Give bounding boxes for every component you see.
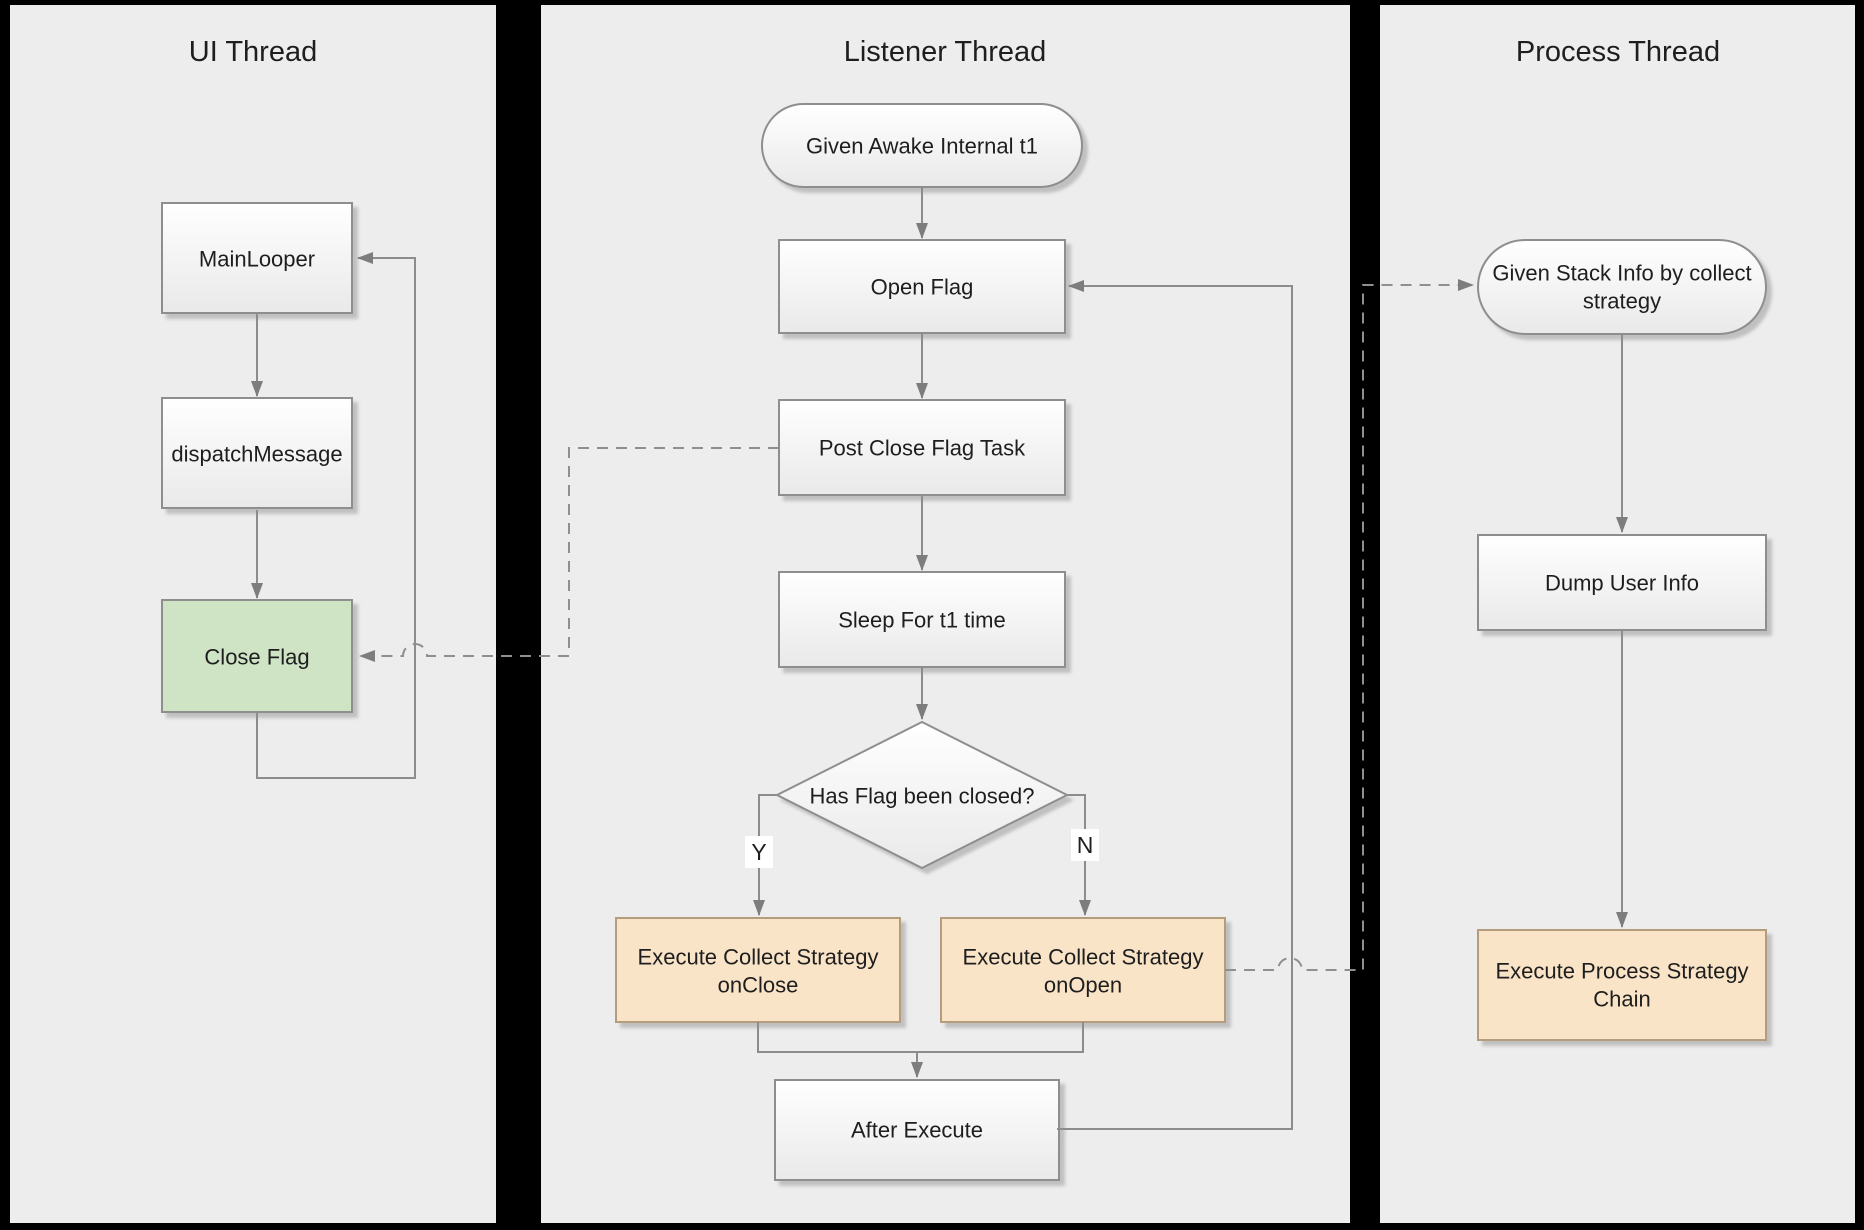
execute-collect-strategy-onopen-label-line1: Execute Collect Strategy <box>963 945 1204 970</box>
sleep-for-t1-time-box <box>778 571 1066 668</box>
execute-collect-strategy-onclose-label-line1: Execute Collect Strategy <box>638 945 879 970</box>
connectors: Y N <box>251 187 1628 1130</box>
close-flag-box <box>161 599 353 713</box>
edge-closeflag-loop-to-mainlooper <box>256 252 416 779</box>
close-flag-label: Close Flag <box>204 645 309 670</box>
execute-collect-strategy-onclose-label-line2: onClose <box>718 973 799 998</box>
panel-ui-thread: UI Thread MainLooper dispatchMessage Clo… <box>10 5 496 1223</box>
post-close-flag-task-label: Post Close Flag Task <box>819 436 1026 461</box>
given-awake-internal-label: Given Awake Internal t1 <box>806 134 1038 159</box>
branch-label-yes: Y <box>745 836 773 868</box>
node-dispatch-message: dispatchMessage <box>161 397 353 509</box>
branch-label-yes-text: Y <box>751 839 766 865</box>
open-flag-label: Open Flag <box>871 275 974 300</box>
process-thread-panel-title: Process Thread <box>1516 36 1720 68</box>
node-has-flag-been-closed: Has Flag been closed? <box>774 720 1070 870</box>
execute-collect-strategy-onopen-box <box>940 917 1226 1023</box>
given-stack-info-label-line1: Given Stack Info by collect <box>1492 261 1751 286</box>
edge-decision-no-to-onopen <box>1067 794 1091 916</box>
node-sleep-for-t1-time: Sleep For t1 time <box>778 571 1066 668</box>
execute-collect-strategy-onclose-box <box>615 917 901 1023</box>
execute-process-strategy-chain-label-line1: Execute Process Strategy <box>1495 959 1748 984</box>
execute-collect-strategy-onopen-label-line2: onOpen <box>1044 973 1122 998</box>
edge-decision-yes-to-onclose <box>753 794 777 916</box>
execute-process-strategy-chain-label-line2: Chain <box>1593 987 1650 1012</box>
panel-listener-thread: Listener Thread Given Awake Internal t1 … <box>541 5 1350 1223</box>
node-open-flag: Open Flag <box>778 239 1066 334</box>
main-looper-label: MainLooper <box>199 247 315 272</box>
node-given-stack-info: Given Stack Info by collect strategy <box>1477 239 1767 335</box>
branch-label-yes-background <box>745 836 773 868</box>
ui-thread-panel-title: UI Thread <box>189 36 317 68</box>
after-execute-label: After Execute <box>851 1118 983 1143</box>
branch-label-no-background <box>1071 829 1099 861</box>
dispatch-message-box <box>161 397 353 509</box>
main-looper-box <box>161 202 353 314</box>
given-stack-info-stadium <box>1477 239 1767 335</box>
execute-process-strategy-chain-box <box>1477 929 1767 1041</box>
edge-dashed-postcloseflagtask-to-closeflag <box>359 447 779 662</box>
edge-strategy-merge <box>757 1022 1084 1053</box>
panel-process-thread: Process Thread Given Stack Info by colle… <box>1380 5 1855 1223</box>
branch-label-no: N <box>1071 829 1099 861</box>
node-dump-user-info: Dump User Info <box>1477 534 1767 631</box>
dump-user-info-box <box>1477 534 1767 631</box>
node-main-looper: MainLooper <box>161 202 353 314</box>
node-given-awake-internal: Given Awake Internal t1 <box>761 103 1083 188</box>
node-after-execute: After Execute <box>774 1079 1060 1181</box>
node-execute-collect-strategy-onopen: Execute Collect Strategy onOpen <box>940 917 1226 1023</box>
after-execute-box <box>774 1079 1060 1181</box>
dump-user-info-label: Dump User Info <box>1545 571 1699 596</box>
node-post-close-flag-task: Post Close Flag Task <box>778 399 1066 496</box>
has-flag-been-closed-label: Has Flag been closed? <box>809 784 1034 809</box>
node-execute-process-strategy-chain: Execute Process Strategy Chain <box>1477 929 1767 1041</box>
node-execute-collect-strategy-onclose: Execute Collect Strategy onClose <box>615 917 901 1023</box>
branch-label-no-text: N <box>1077 832 1094 858</box>
listener-thread-panel-title: Listener Thread <box>844 36 1047 68</box>
dispatch-message-label: dispatchMessage <box>171 442 342 467</box>
sleep-for-t1-time-label: Sleep For t1 time <box>838 608 1006 633</box>
has-flag-been-closed-diamond <box>774 720 1070 870</box>
node-close-flag: Close Flag <box>161 599 353 713</box>
given-stack-info-label-line2: strategy <box>1583 289 1661 314</box>
edge-afterexecute-loop-to-openflag <box>1057 280 1293 1130</box>
